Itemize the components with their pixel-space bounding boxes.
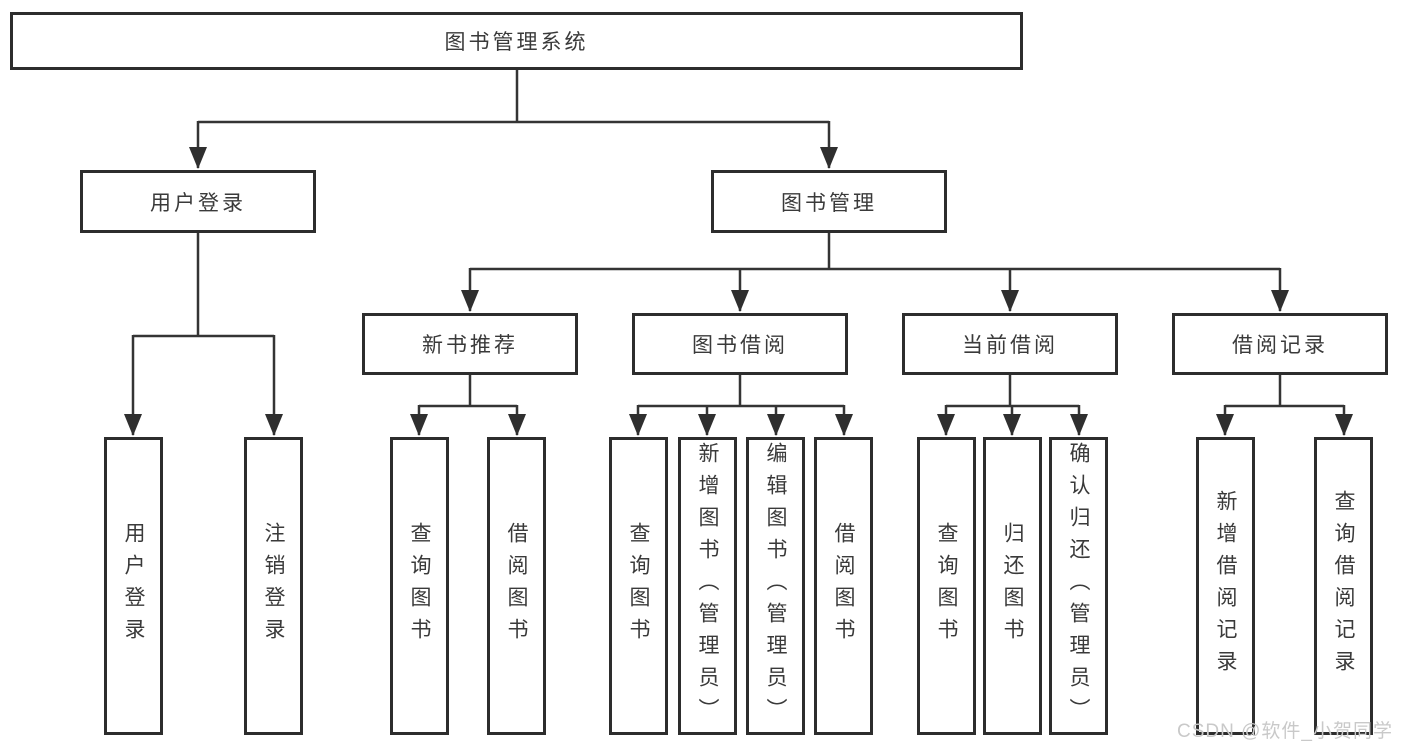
leaf-confirm-return-admin: 确认归还（管理员）: [1049, 437, 1108, 735]
leaf-add-borrow-record: 新增借阅记录: [1196, 437, 1255, 735]
leaf-query-borrow-record: 查询借阅记录: [1314, 437, 1373, 735]
connector-currentborrow-to-leaves: [937, 375, 1088, 436]
leaf-logout: 注销登录: [244, 437, 303, 735]
node-library-management-system: 图书管理系统: [10, 12, 1023, 70]
connector-bookborrow-to-leaves: [629, 375, 853, 436]
leaf-query-books-borrow: 查询图书: [609, 437, 668, 735]
connector-bookmgmt-to-level3: [461, 233, 1289, 312]
leaf-add-book-admin: 新增图书（管理员）: [678, 437, 737, 735]
node-borrowing-records: 借阅记录: [1172, 313, 1388, 375]
node-book-borrowing: 图书借阅: [632, 313, 848, 375]
node-current-borrowing: 当前借阅: [902, 313, 1118, 375]
connector-userlogin-to-leaves: [124, 233, 283, 436]
leaf-user-login: 用户登录: [104, 437, 163, 735]
leaf-edit-book-admin: 编辑图书（管理员）: [746, 437, 805, 735]
leaf-return-book: 归还图书: [983, 437, 1042, 735]
node-book-management: 图书管理: [711, 170, 947, 233]
connector-newbook-to-leaves: [410, 375, 526, 436]
node-user-login: 用户登录: [80, 170, 316, 233]
connector-borrowrecords-to-leaves: [1216, 375, 1353, 436]
leaf-borrow-books-recommend: 借阅图书: [487, 437, 546, 735]
leaf-query-books-recommend: 查询图书: [390, 437, 449, 735]
leaf-borrow-books: 借阅图书: [814, 437, 873, 735]
connector-root-to-level2: [189, 70, 838, 169]
node-new-book-recommendation: 新书推荐: [362, 313, 578, 375]
leaf-query-books-current: 查询图书: [917, 437, 976, 735]
csdn-watermark: CSDN @软件_小贺同学: [1177, 721, 1393, 742]
